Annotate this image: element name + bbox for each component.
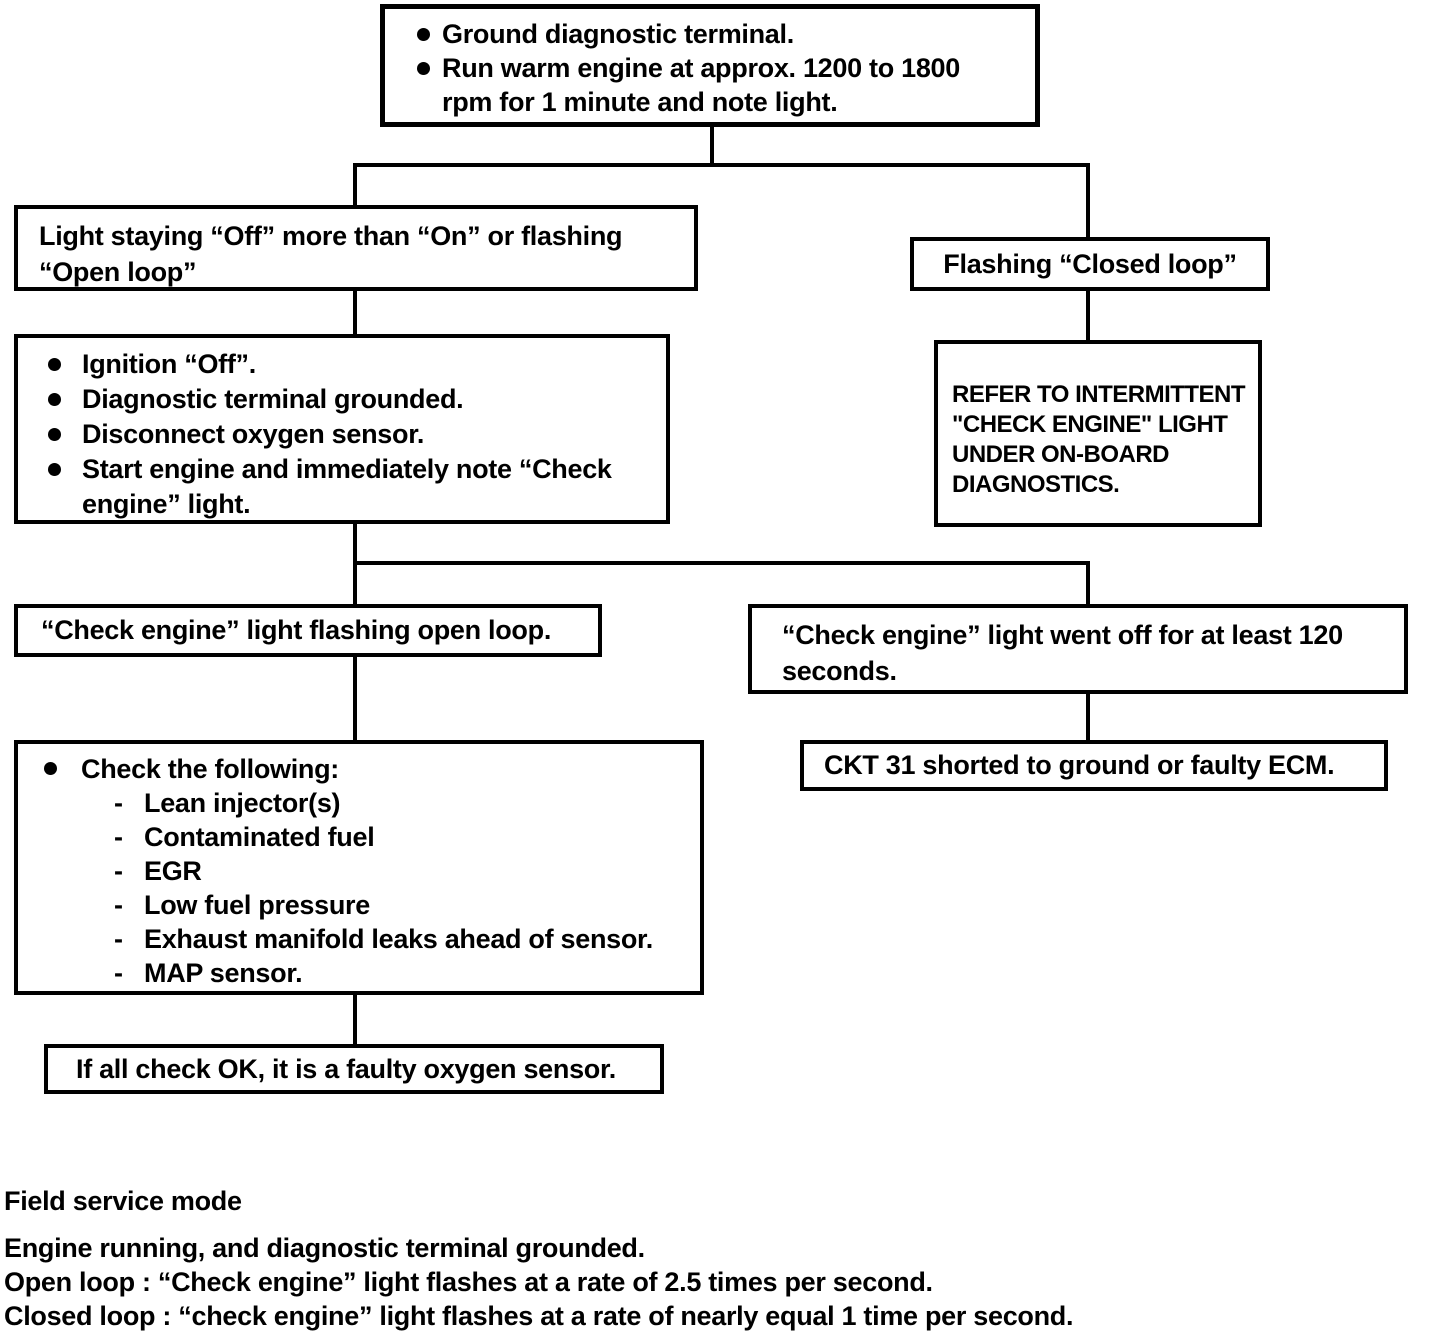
faulty-oxygen-sensor-box: If all check OK, it is a faulty oxygen s…: [44, 1044, 664, 1094]
bullet-icon: [48, 358, 61, 371]
checklist-item-text: Low fuel pressure: [144, 890, 370, 920]
closed-loop-branch-box: Flashing “Closed loop”: [910, 237, 1270, 291]
checklist-item-text: Lean injector(s): [144, 788, 341, 818]
checklist-item-text: Contaminated fuel: [144, 822, 375, 852]
connector-openloop-to-checklist: [353, 657, 357, 740]
connector-wentoff-to-ckt: [1086, 694, 1090, 740]
bullet-item-text: Ground diagnostic terminal.: [442, 19, 794, 49]
box-text-line: DIAGNOSTICS.: [952, 471, 1120, 498]
box-text-line: "CHECK ENGINE" LIGHT: [952, 411, 1228, 438]
bullet-icon: [44, 762, 57, 775]
refer-intermittent-box: REFER TO INTERMITTENT "CHECK ENGINE" LIG…: [934, 340, 1262, 527]
checklist-heading-row: Check the following:: [44, 752, 700, 786]
steps-box: Ignition “Off”. Diagnostic terminal grou…: [14, 334, 670, 524]
checklist-heading: Check the following:: [81, 754, 340, 784]
flashing-open-loop-box: “Check engine” light flashing open loop.: [14, 604, 602, 657]
check-following-box: Check the following: - Lean injector(s) …: [14, 740, 704, 995]
bullet-item-text: Ignition “Off”.: [82, 349, 256, 379]
box-text-line: Flashing “Closed loop”: [943, 248, 1237, 279]
checklist-item: - Lean injector(s): [114, 786, 700, 820]
footer-note-line: Engine running, and diagnostic terminal …: [4, 1233, 645, 1263]
dash-icon: -: [114, 924, 123, 954]
box-text-line: “Check engine” light flashing open loop.: [41, 615, 552, 645]
box-text-line: “Open loop”: [39, 257, 197, 287]
checklist-item: - Contaminated fuel: [114, 820, 700, 854]
bullet-item: Ignition “Off”.: [48, 347, 666, 382]
box-text-line: REFER TO INTERMITTENT: [952, 381, 1246, 408]
bullet-icon: [48, 393, 61, 406]
ckt-shorted-box: CKT 31 shorted to ground or faulty ECM.: [800, 740, 1388, 791]
box-text-line: If all check OK, it is a faulty oxygen s…: [76, 1053, 616, 1084]
connector-openbranch-to-steps: [353, 290, 357, 334]
ground-diagnostic-box: Ground diagnostic terminal. Run warm eng…: [380, 4, 1040, 127]
footer-notes: Engine running, and diagnostic terminal …: [4, 1231, 1074, 1332]
dash-icon: -: [114, 958, 123, 988]
connector-checklist-to-faulty: [353, 995, 357, 1044]
connector-split1-right-down: [1086, 163, 1090, 237]
checklist-item: - MAP sensor.: [114, 956, 700, 990]
bullet-item-text: Run warm engine at approx. 1200 to 1800 …: [442, 51, 960, 119]
connector-split1-horizontal: [353, 163, 1090, 167]
bullet-item: Run warm engine at approx. 1200 to 1800 …: [417, 51, 1029, 119]
box-text-line: UNDER ON-BOARD: [952, 441, 1170, 468]
bullet-item-text: Diagnostic terminal grounded.: [82, 384, 464, 414]
footer-title: Field service mode: [4, 1186, 242, 1216]
box-text-line: Light staying “Off” more than “On” or fl…: [39, 221, 623, 251]
footer-note-line: Open loop : “Check engine” light flashes…: [4, 1267, 933, 1297]
checklist-item-text: Exhaust manifold leaks ahead of sensor.: [144, 924, 653, 954]
checklist-item: - Exhaust manifold leaks ahead of sensor…: [114, 922, 700, 956]
bullet-item-line: Start engine and immediately note “Check: [82, 454, 612, 484]
checklist-item-text: MAP sensor.: [144, 958, 303, 988]
connector-split1-left-down: [353, 163, 357, 205]
bullet-item-text: Start engine and immediately note “Check…: [82, 452, 612, 522]
dash-icon: -: [114, 890, 123, 920]
box-text-line: CKT 31 shorted to ground or faulty ECM.: [824, 750, 1335, 780]
connector-closedbranch-to-refer: [1086, 291, 1090, 340]
bullet-icon: [48, 463, 61, 476]
footer-note-line: Closed loop : “check engine” light flash…: [4, 1301, 1074, 1331]
open-loop-branch-box: Light staying “Off” more than “On” or fl…: [14, 205, 698, 291]
bullet-item-line: rpm for 1 minute and note light.: [442, 87, 838, 117]
connector-top-down: [710, 127, 714, 165]
bullet-item-line: Run warm engine at approx. 1200 to 1800: [442, 53, 960, 83]
bullet-item: Diagnostic terminal grounded.: [48, 382, 666, 417]
dash-icon: -: [114, 788, 123, 818]
connector-split2-horizontal: [353, 561, 1090, 565]
bullet-item: Disconnect oxygen sensor.: [48, 417, 666, 452]
dash-icon: -: [114, 856, 123, 886]
checklist-item: - EGR: [114, 854, 700, 888]
box-text-line: “Check engine” light went off for at lea…: [782, 620, 1343, 650]
box-text-line: seconds.: [782, 656, 897, 686]
connector-split2-right-down: [1086, 561, 1090, 604]
bullet-icon: [417, 28, 430, 41]
dash-icon: -: [114, 822, 123, 852]
bullet-icon: [417, 62, 430, 75]
checklist-item-text: EGR: [144, 856, 202, 886]
bullet-icon: [48, 428, 61, 441]
light-went-off-box: “Check engine” light went off for at lea…: [748, 604, 1408, 694]
bullet-item-text: Disconnect oxygen sensor.: [82, 419, 425, 449]
bullet-item-line: engine” light.: [82, 489, 251, 519]
checklist-item: - Low fuel pressure: [114, 888, 700, 922]
bullet-item: Ground diagnostic terminal.: [417, 17, 1029, 51]
bullet-item: Start engine and immediately note “Check…: [48, 452, 666, 522]
